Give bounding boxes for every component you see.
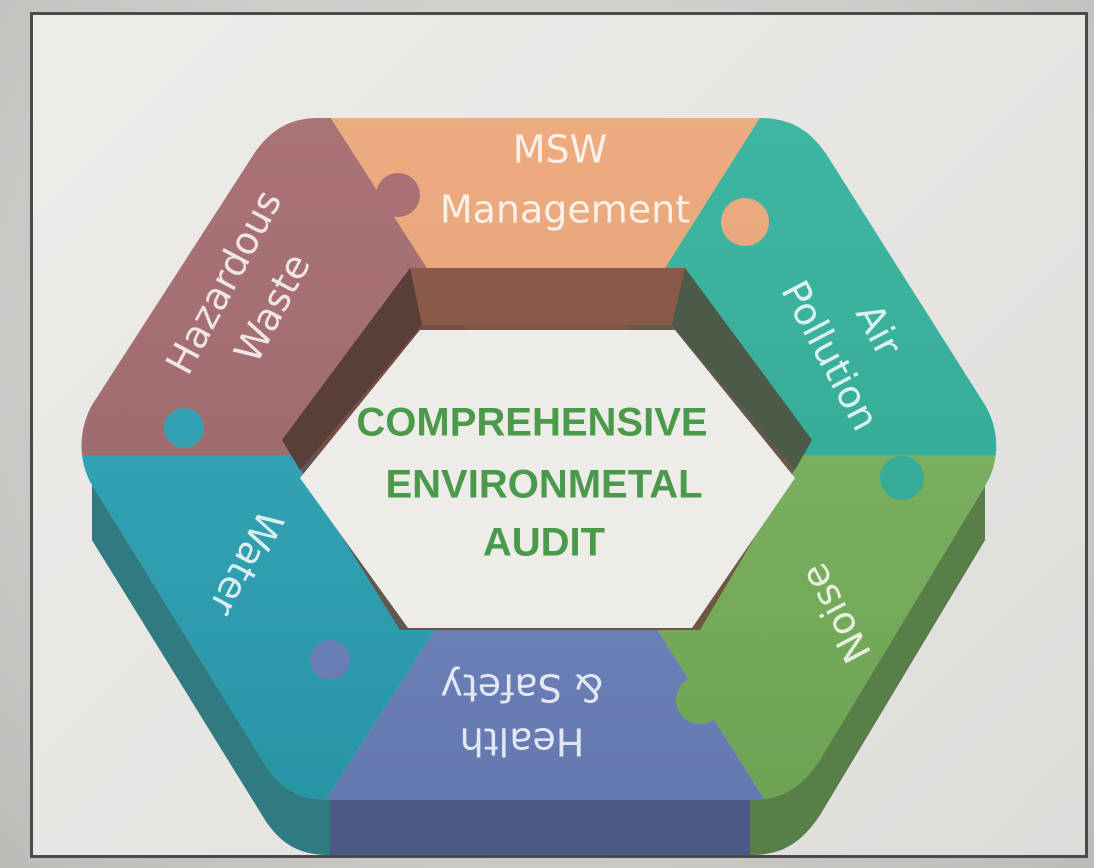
center-title-line-1: COMPREHENSIVE	[356, 401, 707, 445]
inner-wall-right	[672, 268, 812, 470]
label-msw: MSW	[513, 128, 607, 172]
label-health: Health	[460, 720, 585, 764]
inner-wall-left	[282, 268, 422, 470]
label-safety: & Safety	[440, 666, 603, 710]
ring-thickness-left	[92, 485, 330, 855]
center-title-line-2: ENVIRONMETAL	[385, 463, 702, 507]
center-title-line-3: AUDIT	[483, 521, 605, 565]
label-management: Management	[440, 188, 690, 232]
inner-wall-top	[410, 268, 685, 325]
center-hexagon	[300, 330, 795, 628]
ring-thickness-right	[750, 486, 985, 855]
ring-thickness-bottom	[330, 800, 750, 855]
